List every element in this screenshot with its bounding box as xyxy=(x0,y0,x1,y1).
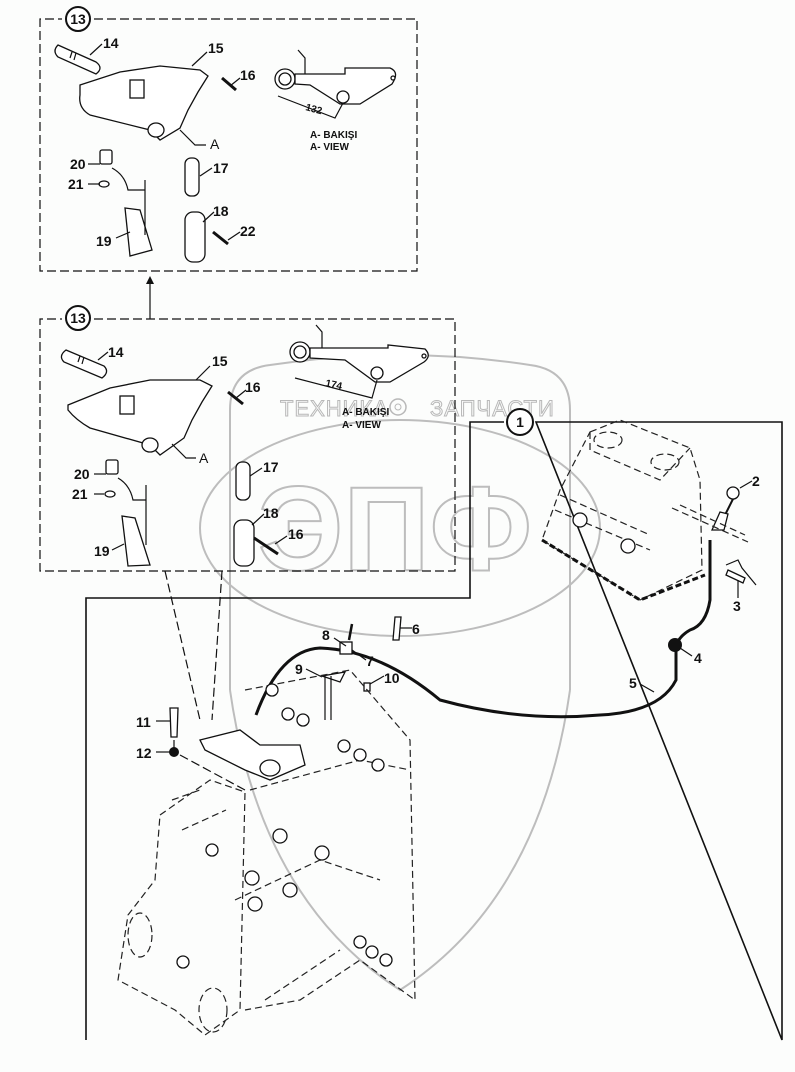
part-20-bolt xyxy=(105,459,119,475)
label-17: 17 xyxy=(263,459,279,475)
part-17-link xyxy=(184,157,200,197)
label-15: 15 xyxy=(208,40,224,56)
part-5-control-cable xyxy=(254,540,712,719)
view-label-line2: A- VIEW xyxy=(342,420,381,431)
label-7: 7 xyxy=(366,653,374,669)
label-6: 6 xyxy=(412,621,420,637)
panel-group-13-top: 13 132 A- BAKIŞI A- VIEW A xyxy=(39,6,418,272)
part-21-washer xyxy=(104,490,116,498)
part-10-nut xyxy=(363,682,371,692)
label-2: 2 xyxy=(752,473,760,489)
callout-circle xyxy=(65,6,91,32)
label-19: 19 xyxy=(96,233,112,249)
watermark-shield-bottom xyxy=(229,689,571,992)
a-view-bracket xyxy=(274,49,397,119)
part-2-control-lever xyxy=(671,486,749,543)
label-18: 18 xyxy=(263,505,279,521)
gear-icon xyxy=(389,398,407,416)
callout-1: 1 xyxy=(516,414,524,430)
watermark-text-left: ТЕХНИКА xyxy=(280,396,389,421)
part-15-latch xyxy=(79,65,209,141)
label-22: 22 xyxy=(240,223,256,239)
hitch-frame xyxy=(117,669,416,1036)
label-10: 10 xyxy=(384,670,400,686)
part-18-sleeve xyxy=(184,211,206,263)
part-11-bolt xyxy=(169,707,179,738)
transmission-housing xyxy=(541,419,706,602)
view-arrow-letter: A xyxy=(210,136,220,152)
dimension-132: 132 xyxy=(304,102,323,117)
label-11: 11 xyxy=(136,714,151,730)
label-4: 4 xyxy=(694,650,702,666)
watermark: ТЕХНИКА ЗАПЧАСТИ ЭПФ xyxy=(199,354,601,992)
part-16-roll-pin xyxy=(227,390,244,406)
watermark-text-right: ЗАПЧАСТИ xyxy=(430,396,555,421)
part-22-roll-pin xyxy=(212,230,229,246)
part-6-bolt xyxy=(392,616,402,641)
watermark-logo: ЭПФ xyxy=(258,462,532,596)
label-21: 21 xyxy=(68,176,84,192)
part-21-washer xyxy=(98,180,110,188)
view-arrow xyxy=(179,129,206,146)
label-5: 5 xyxy=(629,675,637,691)
label-16b: 16 xyxy=(288,526,304,542)
part-12-nut xyxy=(169,747,179,757)
label-3: 3 xyxy=(733,598,741,614)
part-14-pin xyxy=(60,349,108,379)
label-16: 16 xyxy=(240,67,256,83)
label-16: 16 xyxy=(245,379,261,395)
part-19-guide xyxy=(124,207,153,257)
view-arrow xyxy=(171,443,196,459)
dimension-174: 174 xyxy=(324,378,343,392)
part-3-pin xyxy=(725,569,746,584)
callout-13: 13 xyxy=(70,11,86,27)
part-16-roll-pin-2 xyxy=(253,536,279,556)
label-20: 20 xyxy=(70,156,86,172)
view-label-line1: A- BAKIŞI xyxy=(310,130,357,141)
part-20-bolt xyxy=(99,149,113,165)
a-view-bracket xyxy=(289,324,429,399)
part-16-roll-pin xyxy=(221,76,237,92)
callout-circle xyxy=(65,305,91,331)
view-label-line1: A- BAKIŞI xyxy=(342,407,389,418)
leader-to-hitch xyxy=(164,570,223,721)
label-21: 21 xyxy=(72,486,88,502)
label-17: 17 xyxy=(213,160,229,176)
part-18-sleeve xyxy=(233,519,255,567)
callout-circle xyxy=(506,408,534,436)
label-14: 14 xyxy=(108,344,124,360)
part-4-grommet xyxy=(668,638,682,652)
part-8-clip xyxy=(347,623,354,641)
label-20: 20 xyxy=(74,466,90,482)
panel-group-1: 1 xyxy=(85,408,783,1041)
label-8: 8 xyxy=(322,627,330,643)
part-14-pin xyxy=(54,44,101,75)
part-17-link xyxy=(235,461,251,501)
label-14: 14 xyxy=(103,35,119,51)
view-label-line2: A- VIEW xyxy=(310,142,349,153)
label-9: 9 xyxy=(295,661,303,677)
part-15-latch xyxy=(67,379,213,456)
label-18: 18 xyxy=(213,203,229,219)
part-7-clamp xyxy=(339,641,353,655)
panel-border xyxy=(85,421,783,1041)
label-15: 15 xyxy=(212,353,228,369)
label-19: 19 xyxy=(94,543,110,559)
panel-group-13-mid: 13 174 A- BAKIŞI A- VIEW A xyxy=(39,305,456,572)
view-arrow-letter: A xyxy=(199,450,209,466)
panel-border xyxy=(39,318,456,572)
label-12: 12 xyxy=(136,745,152,761)
callout-13: 13 xyxy=(70,310,86,326)
part-19-guide xyxy=(121,515,151,567)
